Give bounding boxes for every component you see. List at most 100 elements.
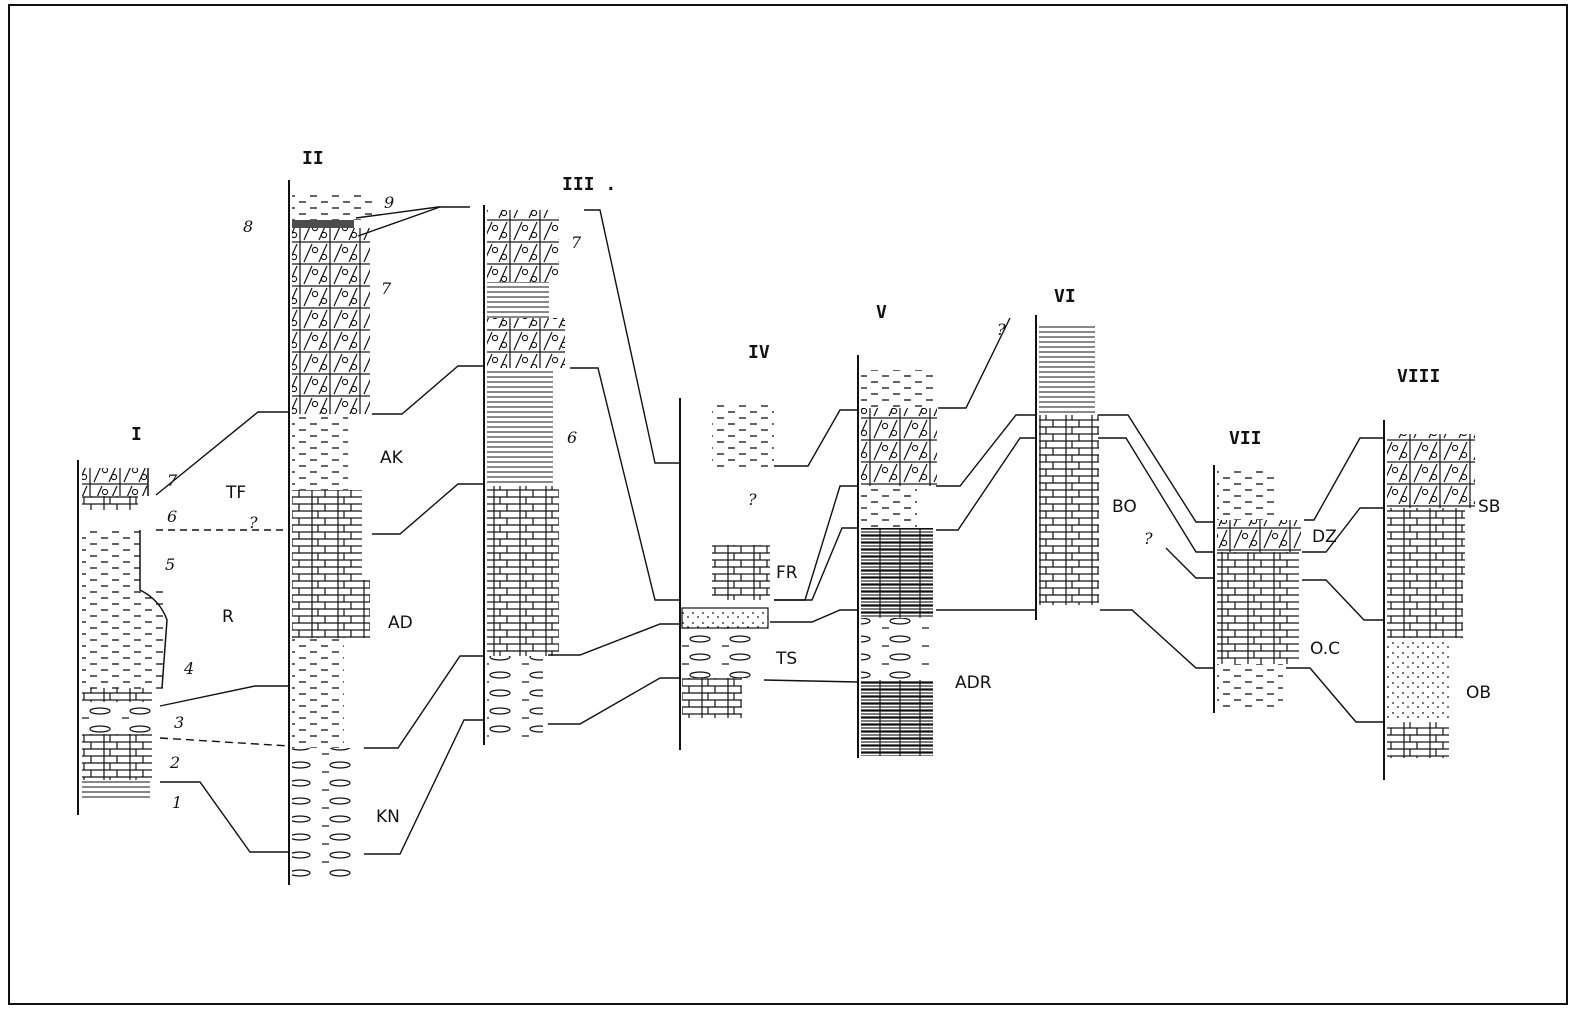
column-I-unit-4 bbox=[82, 590, 167, 690]
correlation-line-II7-III bbox=[372, 365, 484, 415]
column-IV-limestone-TS bbox=[682, 678, 742, 718]
column-V-nodular-ADR bbox=[861, 618, 929, 680]
formation-AK: AK bbox=[380, 448, 404, 468]
column-VII-dolomite-DZ bbox=[1217, 520, 1301, 552]
correlation-line-I2-II bbox=[159, 737, 290, 747]
column-VI: VI bbox=[1035, 286, 1099, 620]
query-marks: ? ? ? ? bbox=[249, 320, 1153, 548]
column-III-unit-7-upper bbox=[487, 210, 559, 282]
column-I-unit-1 bbox=[82, 780, 150, 798]
formation-FR: FR bbox=[776, 563, 798, 583]
correlation-line-III7-IV bbox=[584, 209, 680, 464]
column-VII-shale-base bbox=[1217, 664, 1283, 708]
correlation-line-VII-VIII-3 bbox=[1302, 579, 1384, 621]
column-II-shale-AD bbox=[292, 638, 344, 748]
column-III-laminated-1 bbox=[487, 282, 549, 318]
column-I-unit-label-5: 5 bbox=[165, 555, 175, 574]
correlation-line-IIAD-III bbox=[364, 655, 484, 749]
column-II-limestone-AD bbox=[292, 580, 370, 638]
column-V-label: V bbox=[876, 302, 887, 323]
column-VI-limestone-BO bbox=[1039, 445, 1099, 605]
column-VIII-limestone-upper bbox=[1387, 508, 1465, 580]
formation-TS: TS bbox=[775, 649, 797, 669]
correlation-lines bbox=[155, 206, 1384, 855]
column-II-limestone-AK bbox=[292, 490, 362, 580]
query-mark-V-VI: ? bbox=[997, 320, 1006, 339]
column-I-unit-7 bbox=[82, 468, 148, 496]
column-II-unit-7 bbox=[292, 228, 370, 414]
column-VI-limestone-upper bbox=[1039, 415, 1099, 445]
correlation-line-V-VI-2 bbox=[936, 437, 1036, 531]
column-VIII-limestone-base bbox=[1387, 722, 1449, 758]
correlation-line-III6-IV bbox=[570, 367, 680, 601]
column-I-unit-2 bbox=[82, 734, 152, 780]
column-II-shale-AK bbox=[292, 414, 348, 490]
correlation-line-I3-II bbox=[159, 685, 289, 707]
column-VIII-label: VIII bbox=[1397, 366, 1440, 387]
column-II-unit-9 bbox=[292, 192, 372, 220]
column-VII-label: VII bbox=[1229, 428, 1262, 449]
formation-SB: SB bbox=[1478, 497, 1500, 517]
column-IV: IV bbox=[679, 342, 774, 750]
correlation-line-VII-VIII-4 bbox=[1286, 667, 1384, 723]
correlation-line-IVTS-Vbase bbox=[763, 679, 859, 683]
query-mark-VI-VII: ? bbox=[1144, 529, 1153, 548]
column-V: V bbox=[857, 302, 937, 758]
column-VII: VII bbox=[1213, 428, 1301, 713]
column-I-unit-label-1: 1 bbox=[172, 793, 182, 812]
column-VIII-dolomite-SB bbox=[1387, 434, 1475, 508]
column-I-unit-label-2: 2 bbox=[169, 753, 180, 772]
column-III-unit-label-6: 6 bbox=[567, 428, 577, 447]
column-I-unit-3a bbox=[82, 688, 152, 702]
formation-R: R bbox=[222, 607, 234, 627]
column-VII-limestone-OC bbox=[1217, 552, 1299, 664]
column-V-dense-upper bbox=[861, 528, 933, 618]
column-VII-shale-top bbox=[1217, 470, 1277, 520]
column-II-nodular-KN bbox=[292, 748, 352, 878]
column-VIII-sandstone-OB bbox=[1387, 638, 1449, 722]
column-I-unit-6 bbox=[82, 496, 138, 510]
column-III-unit-7-lower bbox=[487, 318, 565, 368]
correlation-line-VII-VIII-2 bbox=[1302, 507, 1384, 553]
column-I-label: I bbox=[131, 424, 142, 445]
column-I-unit-label-4: 4 bbox=[183, 659, 194, 678]
correlation-line-VII-VIII-1 bbox=[1304, 437, 1384, 521]
column-II-label: II bbox=[302, 148, 324, 169]
correlation-line-IVTS-V bbox=[770, 609, 858, 623]
correlation-line-V-VI-top bbox=[938, 317, 1011, 409]
column-V-shale-top bbox=[861, 370, 933, 408]
column-II-unit-label-9: 9 bbox=[384, 193, 394, 212]
column-IV-shale-top bbox=[712, 405, 774, 467]
column-I-unit-5 bbox=[82, 530, 140, 590]
formation-OC: O.C bbox=[1310, 639, 1340, 659]
formation-TF: TF bbox=[225, 483, 246, 503]
formation-OB: OB bbox=[1466, 683, 1491, 703]
query-mark-I-II: ? bbox=[249, 513, 258, 532]
column-II-unit-label-8: 8 bbox=[243, 217, 253, 236]
column-I-unit-label-6: 6 bbox=[167, 507, 177, 526]
correlation-line-IV-V-top bbox=[774, 409, 858, 467]
column-I-unit-label-7: 7 bbox=[167, 471, 178, 490]
correlation-line-VI-VII-1 bbox=[1098, 414, 1214, 523]
correlation-line-IIKN-III bbox=[364, 719, 484, 855]
column-III-nodular bbox=[487, 656, 543, 742]
correlation-line-III-IVsand bbox=[548, 623, 680, 656]
column-VIII-limestone-lower bbox=[1387, 580, 1463, 638]
formation-AD: AD bbox=[388, 613, 413, 633]
correlation-line-I7-II bbox=[155, 411, 289, 496]
column-II: II 9 8 7 bbox=[243, 148, 394, 885]
correlation-line-VII-query bbox=[1165, 547, 1214, 579]
column-II-unit-8 bbox=[292, 220, 354, 228]
column-I-unit-label-3: 3 bbox=[174, 713, 184, 732]
column-IV-limestone-FR bbox=[712, 545, 770, 600]
column-VI-label: VI bbox=[1054, 286, 1076, 307]
column-IV-label: IV bbox=[748, 342, 770, 363]
column-I-unit-3 bbox=[82, 702, 154, 734]
column-VIII: VIII bbox=[1383, 366, 1475, 780]
column-III-limestone bbox=[487, 486, 559, 656]
column-III-unit-6 bbox=[487, 368, 553, 486]
figure-frame bbox=[8, 4, 1568, 1005]
correlation-line-IIAK-III bbox=[372, 483, 484, 535]
correlation-line-VI-VII-2 bbox=[1098, 437, 1214, 553]
